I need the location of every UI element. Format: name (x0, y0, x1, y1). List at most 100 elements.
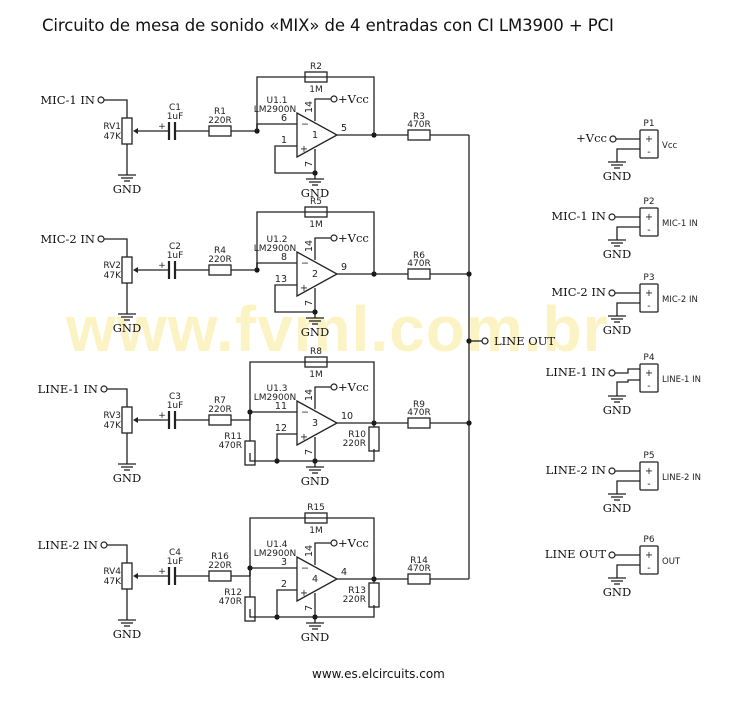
terminal-icon (97, 235, 105, 243)
pin-gnd: 7 (304, 161, 315, 167)
wire (231, 123, 297, 132)
ground-icon (118, 463, 136, 471)
rf-value: 1M (309, 85, 323, 95)
wire (615, 368, 640, 374)
wire (231, 262, 297, 271)
rout-ref: R3 (413, 112, 425, 122)
wire (314, 542, 331, 565)
pin-vcc: 14 (304, 101, 315, 113)
opamp-unit-number: 3 (312, 418, 318, 429)
connector-body (639, 545, 659, 575)
resistor-icon (368, 582, 380, 608)
wire (107, 544, 128, 563)
ground-icon (608, 161, 626, 169)
gnd-label: GND (113, 471, 141, 485)
cap-value: 1uF (167, 557, 184, 567)
rout-ref: R6 (413, 251, 425, 261)
ground-icon (118, 174, 136, 182)
resistor-icon (407, 129, 431, 141)
wire (616, 226, 640, 240)
opamp-unit-number: 2 (312, 269, 318, 280)
opamp-minus: − (301, 119, 309, 130)
pin-gnd: 7 (304, 605, 315, 611)
line-out-label: LINE OUT (494, 334, 555, 348)
connector-label: OUT (662, 557, 681, 567)
rin-ref: R7 (214, 396, 226, 406)
rin-value: 220R (208, 561, 231, 571)
pot-value: 47K (104, 577, 122, 587)
connector-body (639, 207, 659, 237)
terminal-icon (608, 369, 616, 377)
connector-label: LINE-2 IN (662, 473, 701, 483)
connector-label: LINE-1 IN (662, 375, 701, 385)
opamp-icon: −+2 (296, 250, 339, 298)
connector-net-label: LINE OUT (545, 547, 606, 561)
terminal-icon (330, 95, 338, 103)
resistor-icon (208, 264, 232, 276)
wire (104, 238, 128, 257)
rin-ref: R1 (214, 107, 226, 117)
connector-label: MIC-1 IN (662, 219, 698, 229)
terminal-icon (608, 213, 616, 221)
cap-value: 1uF (167, 251, 184, 261)
gnd-label: GND (603, 501, 631, 515)
connector-ref: P3 (643, 273, 654, 283)
rshunt-out-value: 220R (343, 595, 366, 605)
rshunt-out-ref: R10 (348, 430, 366, 440)
wire (616, 148, 640, 162)
wire (276, 433, 297, 461)
rout-value: 470R (407, 120, 430, 130)
pot-ref: RV3 (103, 411, 121, 421)
connector-net-label: LINE-2 IN (546, 463, 606, 477)
resistor-icon (407, 268, 431, 280)
opamp-ref: U1.3 (267, 384, 288, 394)
terminal-icon (608, 467, 616, 475)
gnd-label: GND (603, 403, 631, 417)
rout-value: 470R (407, 408, 430, 418)
ground-icon (306, 317, 324, 325)
terminal-icon (330, 234, 338, 242)
opamp-plus: + (300, 283, 308, 294)
wire (314, 98, 331, 121)
pot-value: 47K (104, 421, 122, 431)
opamp-unit-number: 4 (312, 574, 318, 585)
connector-plus: + (645, 212, 653, 223)
connector-minus: - (647, 147, 650, 158)
wire (256, 76, 375, 135)
connector-body (639, 461, 659, 491)
input-label: LINE-2 IN (38, 538, 98, 552)
ground-icon (306, 178, 324, 186)
gnd-label: GND (603, 247, 631, 261)
pin-inv: 6 (281, 113, 287, 124)
rin-ref: R4 (214, 246, 226, 256)
pin-inv: 11 (275, 401, 287, 412)
rshunt-out-value: 220R (343, 439, 366, 449)
opamp-plus: + (300, 432, 308, 443)
potentiometer-icon (121, 256, 138, 284)
pot-ref: RV1 (103, 122, 121, 132)
wire (249, 449, 375, 462)
rf-ref: R2 (310, 62, 322, 72)
opamp-minus: − (301, 407, 309, 418)
vcc-label: +Vcc (338, 92, 369, 106)
vcc-label: +Vcc (338, 380, 369, 394)
wire (249, 605, 375, 618)
opamp-icon: −+4 (296, 555, 339, 603)
gnd-label: GND (113, 321, 141, 335)
gnd-label: GND (301, 630, 329, 644)
opamp-icon: −+1 (296, 111, 339, 159)
opamp-ref: U1.2 (267, 235, 288, 245)
potentiometer-icon (121, 562, 138, 590)
gnd-label: GND (301, 325, 329, 339)
gnd-label: GND (603, 585, 631, 599)
cap-ref: C4 (169, 548, 181, 558)
pin-gnd: 7 (304, 300, 315, 306)
ground-icon (118, 619, 136, 627)
